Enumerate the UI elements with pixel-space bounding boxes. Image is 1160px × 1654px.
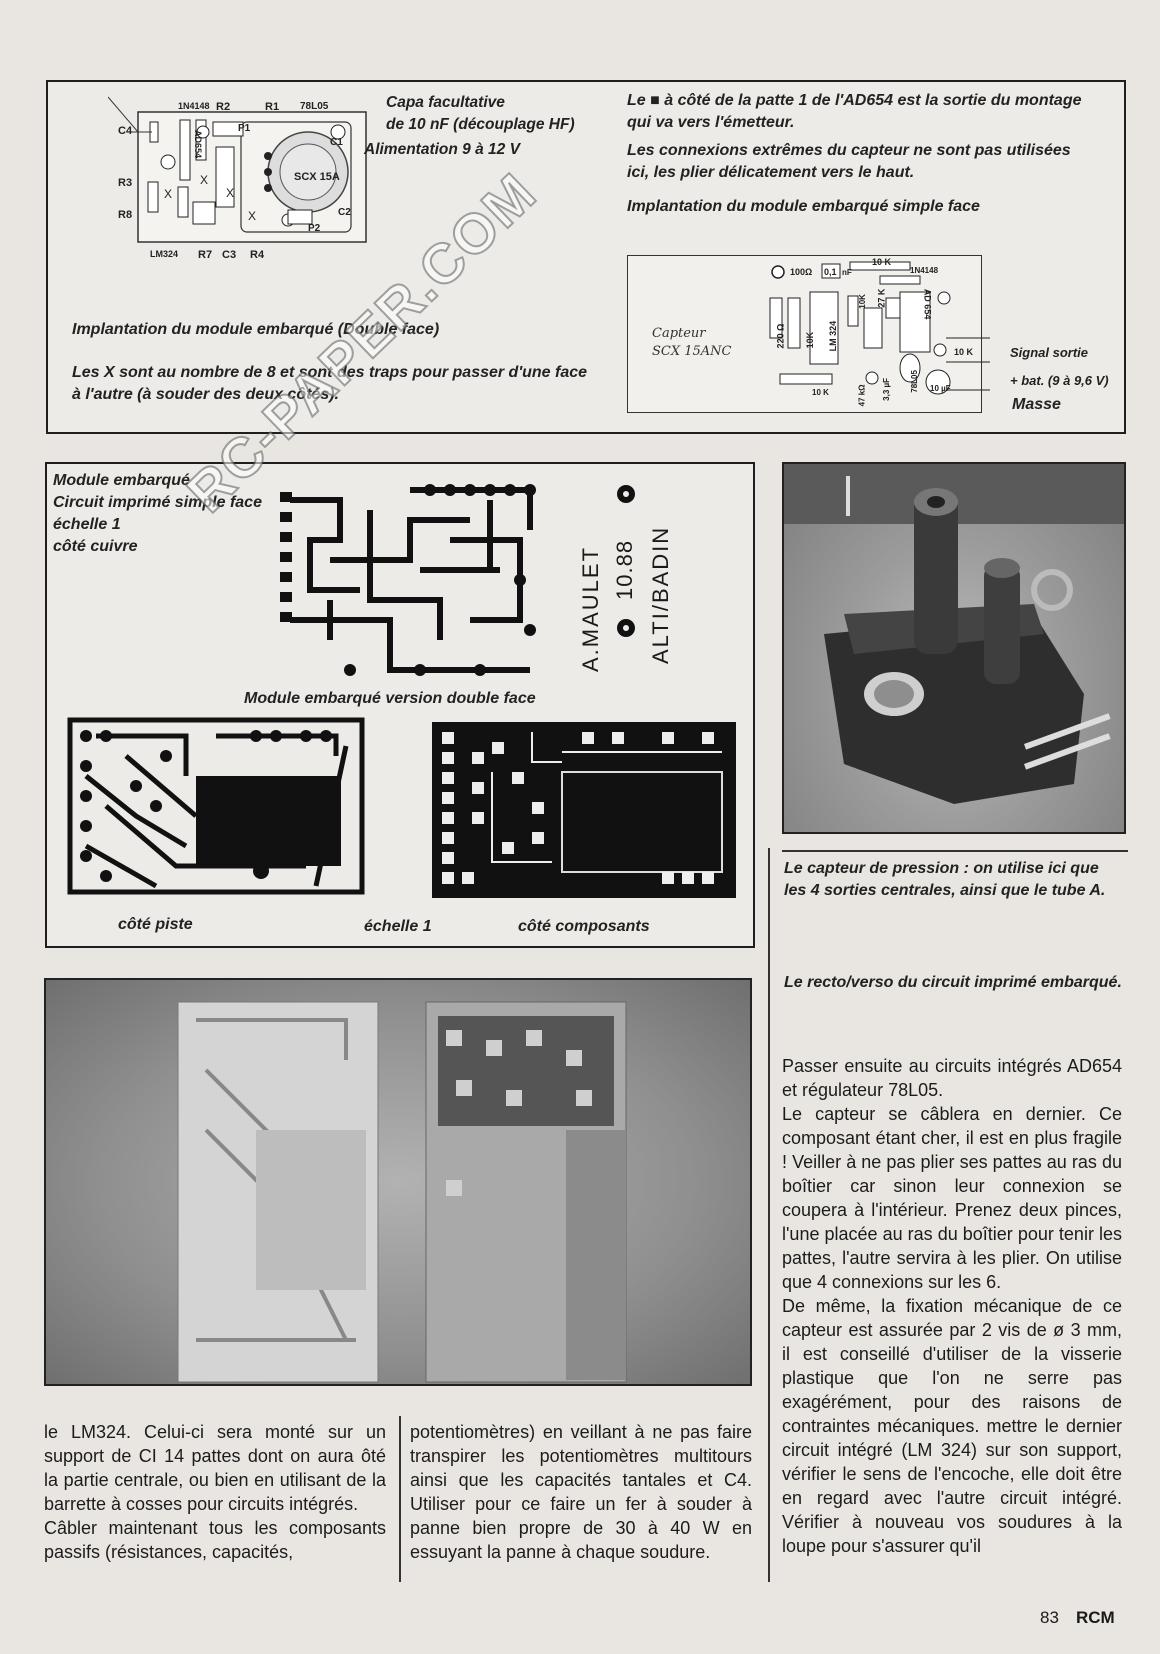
note-sensor-connections: Les connexions extrêmes du capteur ne so… xyxy=(627,142,1071,181)
label-r3: R3 xyxy=(118,177,133,189)
label-r4: R4 xyxy=(250,249,265,261)
label-lm324: LM324 xyxy=(150,249,179,259)
label-r1: R1 xyxy=(265,101,280,113)
sensor-caption-rule xyxy=(782,850,1128,852)
ground-label: Masse xyxy=(1012,396,1061,413)
label-r2: R2 xyxy=(216,101,231,113)
label-regulator: 78L05 xyxy=(300,101,329,112)
single-face-copper-layout xyxy=(280,484,536,676)
sf-label-10uf: 10 µF xyxy=(930,384,951,393)
scale-label: échelle 1 xyxy=(364,918,432,935)
sf-label-nf: nF xyxy=(842,268,852,277)
single-face-components xyxy=(769,261,990,395)
double-face-implantation-diagram: X X X X xyxy=(108,96,367,243)
battery-label: + bat. (9 à 9,6 V) xyxy=(1010,373,1109,388)
component-side-label: côté composants xyxy=(518,918,650,935)
sensor-photo-caption: Le capteur de pression : on utilise ici … xyxy=(784,860,1106,899)
sf-label-ad654: AD 654 xyxy=(922,288,933,320)
sf-label-lm324: LM 324 xyxy=(828,320,839,352)
column-3-paragraph-1: Passer ensuite au circuits intégrés AD65… xyxy=(782,1056,1122,1100)
pcb-recto-verso-photo xyxy=(44,978,752,1386)
sf-label-10k3: 10 K xyxy=(954,347,974,357)
track-side-label: côté piste xyxy=(118,916,193,933)
double-face-pcb-title: Module embarqué version double face xyxy=(244,690,536,707)
column-3-paragraph-3: De même, la fixation mécanique de ce cap… xyxy=(782,1296,1122,1556)
label-sensor: SCX 15A xyxy=(294,171,340,183)
label-c4: C4 xyxy=(118,125,133,137)
label-p2: P2 xyxy=(308,223,321,234)
label-r8: R8 xyxy=(118,209,133,221)
sf-label-220: 220 Ω xyxy=(775,323,786,349)
sf-label-47k: 47 kΩ xyxy=(857,384,867,407)
svg-text:X: X xyxy=(248,209,256,223)
board-photo-caption: Le recto/verso du circuit imprimé embarq… xyxy=(784,974,1122,991)
column-rule-2 xyxy=(768,848,770,1582)
label-c2: C2 xyxy=(338,207,351,218)
note-single-face-title: Implantation du module embarqué simple f… xyxy=(627,198,980,215)
alim-note: Alimentation 9 à 12 V xyxy=(364,141,520,158)
svg-text:X: X xyxy=(226,186,234,200)
sf-label-78l05: 78L05 xyxy=(909,370,919,393)
sf-label-c01: 0,1 xyxy=(824,267,837,277)
sf-label-10k2: 10K xyxy=(805,331,816,349)
sf-label-27k: 27 K xyxy=(876,288,887,308)
sf-label-10kb: 10 K xyxy=(812,388,829,397)
sf-label-100: 100Ω xyxy=(790,267,813,277)
page-number: 83 xyxy=(1040,1608,1059,1627)
column-1: le LM324. Celui-ci sera monté sur un sup… xyxy=(44,1422,386,1562)
double-face-track-side xyxy=(67,717,365,895)
signal-output-label: Signal sortie xyxy=(1010,345,1089,360)
double-face-caption-text: Les X sont au nombre de 8 et sont des tr… xyxy=(72,364,588,403)
capa-note: Capa facultative de 10 nF (découplage HF… xyxy=(386,94,575,133)
label-ad654: AD654 xyxy=(193,130,204,159)
pressure-sensor-photo xyxy=(782,462,1126,834)
svg-text:X: X xyxy=(164,187,172,201)
label-c3: C3 xyxy=(222,249,237,261)
sf-label-diode: 1N4148 xyxy=(910,266,939,275)
column-3-paragraph-2: Le capteur se câblera en dernier. Ce com… xyxy=(782,1104,1122,1292)
pcb-author: A.MAULET xyxy=(578,545,603,672)
capteur-label: Capteur SCX 15ANC xyxy=(652,326,732,359)
single-face-pcb-caption: Module embarqué Circuit imprimé simple f… xyxy=(53,472,262,555)
double-face-caption-title: Implantation du module embarqué (Double … xyxy=(72,321,440,338)
column-rule-1 xyxy=(399,1416,401,1582)
label-c1: C1 xyxy=(330,137,343,148)
label-r7: R7 xyxy=(198,249,213,261)
column-3: Passer ensuite au circuits intégrés AD65… xyxy=(782,1054,1122,1558)
pcb-mounting-holes xyxy=(617,485,635,637)
sf-label-10k: 10 K xyxy=(872,257,892,267)
magazine-name: RCM xyxy=(1076,1608,1115,1627)
column-2: potentiomètres) en veillant à ne pas fai… xyxy=(410,1422,752,1562)
label-p1: P1 xyxy=(238,123,251,134)
note-ad654-output: Le ■ à côté de la patte 1 de l'AD654 est… xyxy=(627,92,1082,131)
svg-text:X: X xyxy=(200,173,208,187)
double-face-component-side xyxy=(432,722,736,898)
sf-label-33uf: 3,3 µF xyxy=(882,377,892,401)
sf-label-10k4: 10K xyxy=(857,294,867,309)
label-diode: 1N4148 xyxy=(178,101,210,111)
